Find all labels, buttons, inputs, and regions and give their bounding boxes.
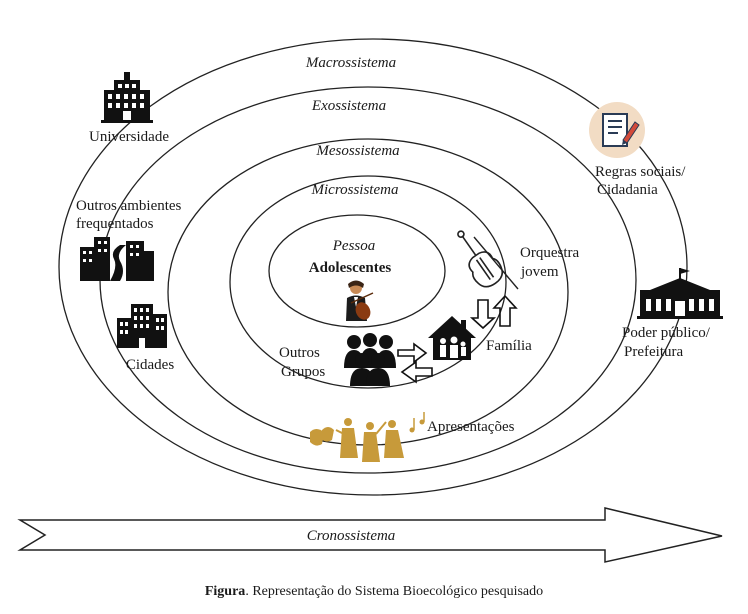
violin-icon (457, 230, 519, 290)
microsystem-ring (229, 175, 507, 389)
orquestra-label-2: jovem (520, 264, 559, 280)
macrosystem-label: Macrossistema (305, 55, 396, 71)
universidade-label: Universidade (89, 129, 169, 145)
figure-caption-text: . Representação do Sistema Bioecológico … (245, 584, 544, 599)
regras-label-1: Regras sociais/ (595, 164, 686, 180)
pessoa-label: Pessoa (332, 238, 376, 254)
orquestra-label-1: Orquestra (520, 245, 579, 261)
university-icon (101, 72, 153, 123)
cidades-label: Cidades (126, 357, 174, 373)
exosystem-label: Exossistema (311, 98, 386, 114)
performers-icon (310, 412, 425, 462)
outros-ambientes-label-1: Outros ambientes (76, 198, 182, 214)
adolescentes-label: Adolescentes (309, 260, 392, 276)
poder-label-2: Prefeitura (624, 344, 683, 360)
rules-document-icon (589, 102, 645, 158)
family-house-icon (428, 316, 476, 360)
chronosystem-arrow (17, 507, 723, 563)
outros-grupos-label-2: Grupos (281, 364, 325, 380)
bidirectional-horizontal-arrows-icon (397, 342, 433, 384)
chronosystem-label: Cronossistema (307, 528, 396, 544)
regras-label-2: Cidadania (597, 182, 658, 198)
buildings-icon (117, 304, 167, 348)
outros-ambientes-label-2: frequentados (76, 216, 154, 232)
figure-caption: Figura. Representação do Sistema Bioecol… (0, 584, 748, 600)
figure-caption-label: Figura (204, 584, 246, 599)
mesosystem-label: Mesossistema (315, 143, 399, 159)
apresentacoes-label: Apresentações (427, 419, 515, 435)
microsystem-label: Microssistema (311, 182, 399, 198)
group-people-icon (344, 333, 396, 386)
poder-label-1: Poder público/ (622, 325, 711, 341)
city-hall-icon (637, 268, 723, 319)
bidirectional-vertical-arrows-icon (469, 294, 518, 330)
macrosystem-ring (58, 38, 688, 496)
adolescent-violinist-icon (346, 280, 374, 321)
city-road-icon (80, 237, 154, 281)
outros-grupos-label-1: Outros (279, 345, 320, 361)
person-ring (268, 214, 446, 328)
familia-label: Família (486, 338, 532, 354)
